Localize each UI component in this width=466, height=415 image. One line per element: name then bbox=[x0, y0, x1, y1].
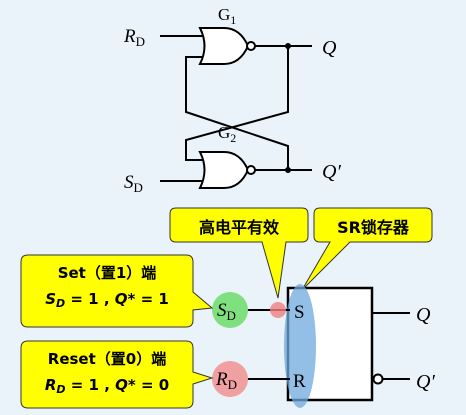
sd-input-label: SD bbox=[124, 172, 143, 195]
qbar-junction-dot bbox=[285, 167, 291, 173]
rd-input-circle bbox=[212, 361, 248, 397]
feedback-q-to-g2 bbox=[185, 46, 289, 161]
sd-circle-label: SD bbox=[217, 300, 236, 323]
set-note: Set（置1）端 SD = 1 , Q* = 1 bbox=[22, 260, 192, 317]
sd-input-circle bbox=[212, 292, 248, 328]
q-junction-dot bbox=[285, 43, 291, 49]
sr-latch-callout bbox=[301, 207, 433, 291]
r-pin-label: R bbox=[293, 371, 306, 392]
reset-note-box bbox=[20, 340, 214, 409]
high-active-text: 高电平有效 bbox=[198, 218, 279, 237]
nor-gate-g2 bbox=[198, 151, 250, 189]
q-output-label: Q bbox=[322, 37, 337, 59]
g2-output-bubble bbox=[246, 165, 256, 175]
set-note-title: Set（置1）端 bbox=[57, 264, 157, 282]
sr-latch-text: SR锁存器 bbox=[337, 218, 409, 237]
reset-note: Reset（置0）端 RD = 1 , Q* = 0 bbox=[22, 346, 192, 403]
rd-input-label: RD bbox=[123, 26, 145, 49]
q-out-label: Q bbox=[416, 304, 431, 326]
qbar-output-label: Q′ bbox=[322, 161, 341, 183]
reset-note-title: Reset（置0）端 bbox=[47, 350, 167, 368]
rd-circle-label: RD bbox=[215, 369, 237, 392]
input-highlight bbox=[284, 284, 316, 408]
set-note-box bbox=[20, 254, 214, 328]
high-active-callout bbox=[169, 207, 309, 299]
qbar-out-bubble bbox=[372, 373, 384, 385]
s-pin-dot bbox=[270, 302, 286, 318]
g2-label: G2 bbox=[218, 123, 236, 145]
qbar-out-label: Q′ bbox=[416, 371, 435, 393]
g1-label: G1 bbox=[218, 5, 236, 27]
set-note-equation: SD = 1 , Q* = 1 bbox=[45, 290, 169, 310]
reset-note-equation: RD = 1 , Q* = 0 bbox=[44, 376, 170, 396]
nor-gate-g1 bbox=[198, 27, 250, 65]
s-pin-label: S bbox=[294, 302, 305, 323]
g1-output-bubble bbox=[246, 41, 256, 51]
feedback-qbar-to-g1 bbox=[185, 56, 289, 170]
nor-latch-circuit bbox=[160, 27, 312, 189]
